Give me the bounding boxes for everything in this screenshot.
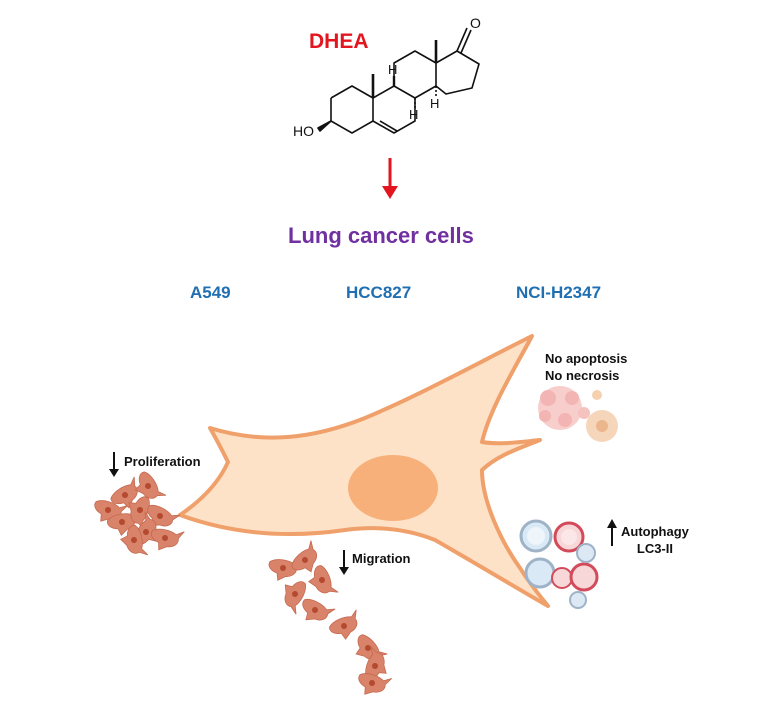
hydrogen-label-3: H xyxy=(430,96,439,111)
compound-label: DHEA xyxy=(309,30,369,53)
up-arrow-icon xyxy=(607,519,617,546)
cell-death-labels: No apoptosis No necrosis xyxy=(545,350,627,384)
cell-nucleus xyxy=(348,455,438,521)
proliferation-label: Proliferation xyxy=(124,454,201,469)
down-arrow-icon xyxy=(339,550,349,575)
proliferating-cells xyxy=(89,467,185,560)
hydrogen-label-2: H xyxy=(409,107,418,122)
hydrogen-label-1: H xyxy=(388,62,397,77)
down-arrow-icon xyxy=(382,158,398,199)
target-label: Lung cancer cells xyxy=(288,223,474,248)
oxygen-label: O xyxy=(470,15,481,31)
down-arrow-icon xyxy=(109,452,119,477)
lc3-label: LC3-II xyxy=(636,541,673,556)
autophagosomes xyxy=(519,519,599,609)
apoptosis-label: No apoptosis xyxy=(545,351,628,366)
autophagy-labels: Autophagy LC3-II xyxy=(621,523,689,557)
autophagy-label: Autophagy xyxy=(621,524,689,539)
apoptotic-cells xyxy=(538,386,618,442)
hydroxyl-label: HO xyxy=(293,123,314,139)
cell-line-label: HCC827 xyxy=(346,283,412,302)
necrosis-label: No necrosis xyxy=(545,368,620,383)
cell-line-label: NCI-H2347 xyxy=(516,283,602,302)
dhea-structure xyxy=(317,27,480,134)
cell-line-label: A549 xyxy=(190,283,231,302)
migration-label: Migration xyxy=(352,551,411,566)
